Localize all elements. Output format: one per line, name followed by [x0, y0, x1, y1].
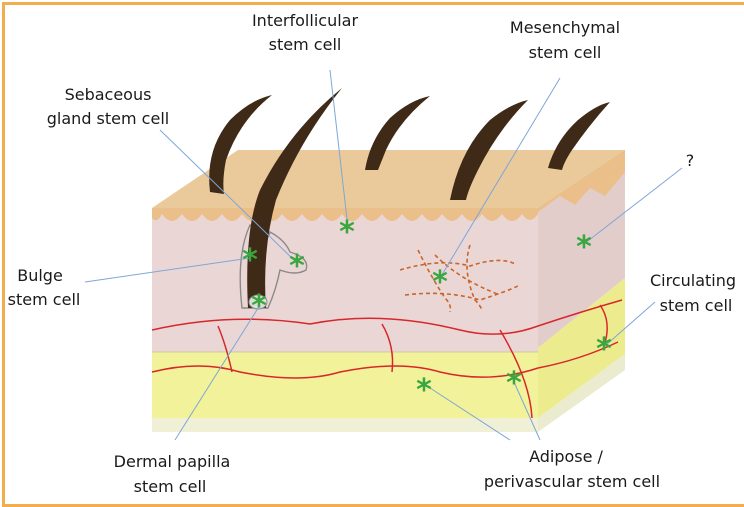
label-adipose: Adipose / perivascular stem cell	[484, 447, 660, 491]
marker-sebaceous: *	[289, 249, 305, 284]
marker-bulge: *	[242, 243, 258, 278]
label-bulge-line2: stem cell	[8, 290, 81, 309]
label-question: ?	[686, 151, 695, 170]
label-interfollicular-line1: Interfollicular	[252, 11, 359, 30]
label-circulating: Circulating stem cell	[650, 271, 736, 315]
marker-interfollicular: *	[339, 215, 355, 250]
label-circulating-line2: stem cell	[660, 296, 733, 315]
label-dermal-papilla: Dermal papilla stem cell	[114, 452, 231, 496]
label-mesenchymal-line1: Mesenchymal	[510, 18, 620, 37]
label-mesenchymal: Mesenchymal stem cell	[510, 18, 620, 62]
marker-dermal-papilla: *	[251, 289, 267, 324]
label-adipose-line2: perivascular stem cell	[484, 472, 660, 491]
label-bulge-line1: Bulge	[17, 266, 63, 285]
label-adipose-line1: Adipose /	[529, 447, 603, 466]
label-dermal-papilla-line1: Dermal papilla	[114, 452, 231, 471]
marker-mesenchymal: *	[432, 265, 448, 300]
label-sebaceous-line1: Sebaceous	[65, 85, 152, 104]
marker-circulating: *	[596, 332, 612, 367]
label-dermal-papilla-line2: stem cell	[134, 477, 207, 496]
label-mesenchymal-line2: stem cell	[529, 43, 602, 62]
marker-question: *	[576, 230, 592, 265]
label-sebaceous: Sebaceous gland stem cell	[47, 85, 169, 128]
label-interfollicular-line2: stem cell	[269, 35, 342, 54]
label-bulge: Bulge stem cell	[8, 266, 81, 309]
marker-adipose: *	[416, 373, 432, 408]
label-circulating-line1: Circulating	[650, 271, 736, 290]
label-interfollicular: Interfollicular stem cell	[252, 11, 359, 54]
marker-perivascular: *	[506, 366, 522, 401]
label-sebaceous-line2: gland stem cell	[47, 109, 169, 128]
